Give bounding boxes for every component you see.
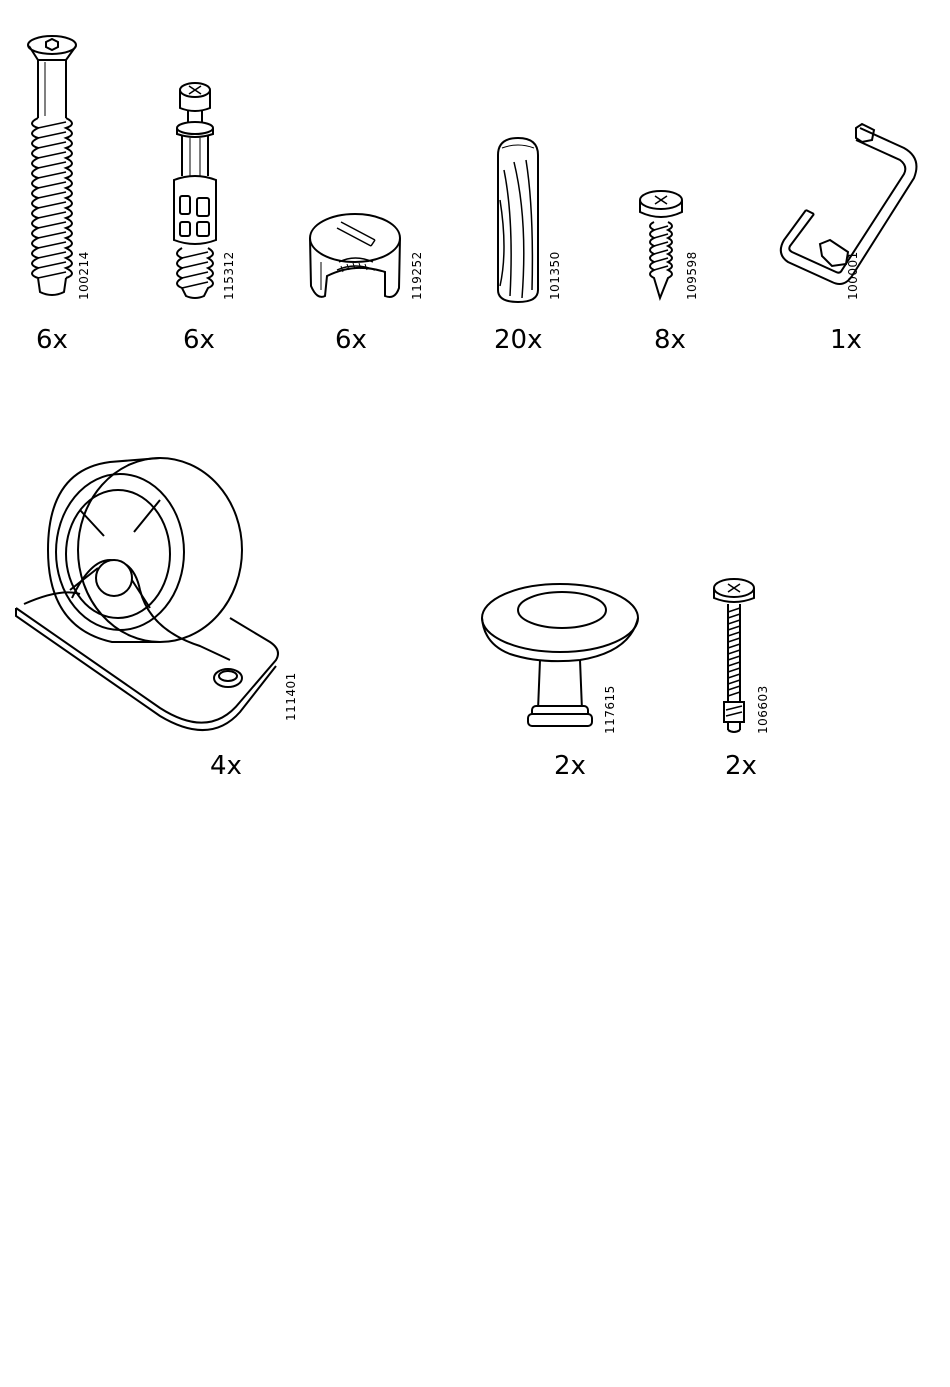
part-number: 106603	[756, 685, 770, 734]
part-number: 109598	[685, 251, 699, 300]
quantity-label: 2x	[725, 751, 757, 781]
part-100001: 100001 1x	[770, 0, 930, 360]
part-117615: 117615 2x	[470, 560, 640, 790]
quantity-label: 1x	[830, 325, 862, 355]
part-106603: 106603 2x	[690, 560, 800, 790]
part-number: 100214	[77, 251, 91, 300]
quantity-label: 20x	[494, 325, 542, 355]
quantity-label: 6x	[335, 325, 367, 355]
part-number: 100001	[846, 251, 860, 300]
part-number: 119252	[410, 251, 424, 300]
quantity-label: 6x	[183, 325, 215, 355]
countersunk-hex-bolt-icon	[0, 0, 120, 320]
part-100214: 100214 6x	[0, 0, 120, 360]
wooden-dowel-icon	[470, 0, 590, 320]
quantity-label: 4x	[210, 751, 242, 781]
part-119252: 119252 6x	[295, 0, 435, 360]
cam-dowel-icon	[150, 0, 270, 320]
part-number: 117615	[603, 685, 617, 734]
part-115312: 115312 6x	[150, 0, 270, 360]
wood-screw-icon	[630, 0, 730, 320]
caster-wheel-icon	[0, 440, 320, 740]
quantity-label: 2x	[554, 751, 586, 781]
part-number: 111401	[284, 672, 298, 721]
machine-screw-icon	[690, 560, 800, 750]
part-109598: 109598 8x	[630, 0, 730, 360]
part-number: 101350	[548, 251, 562, 300]
part-number: 115312	[222, 251, 236, 300]
quantity-label: 8x	[654, 325, 686, 355]
quantity-label: 6x	[36, 325, 68, 355]
part-101350: 101350 20x	[470, 0, 590, 360]
part-111401: 111401 4x	[0, 440, 320, 790]
